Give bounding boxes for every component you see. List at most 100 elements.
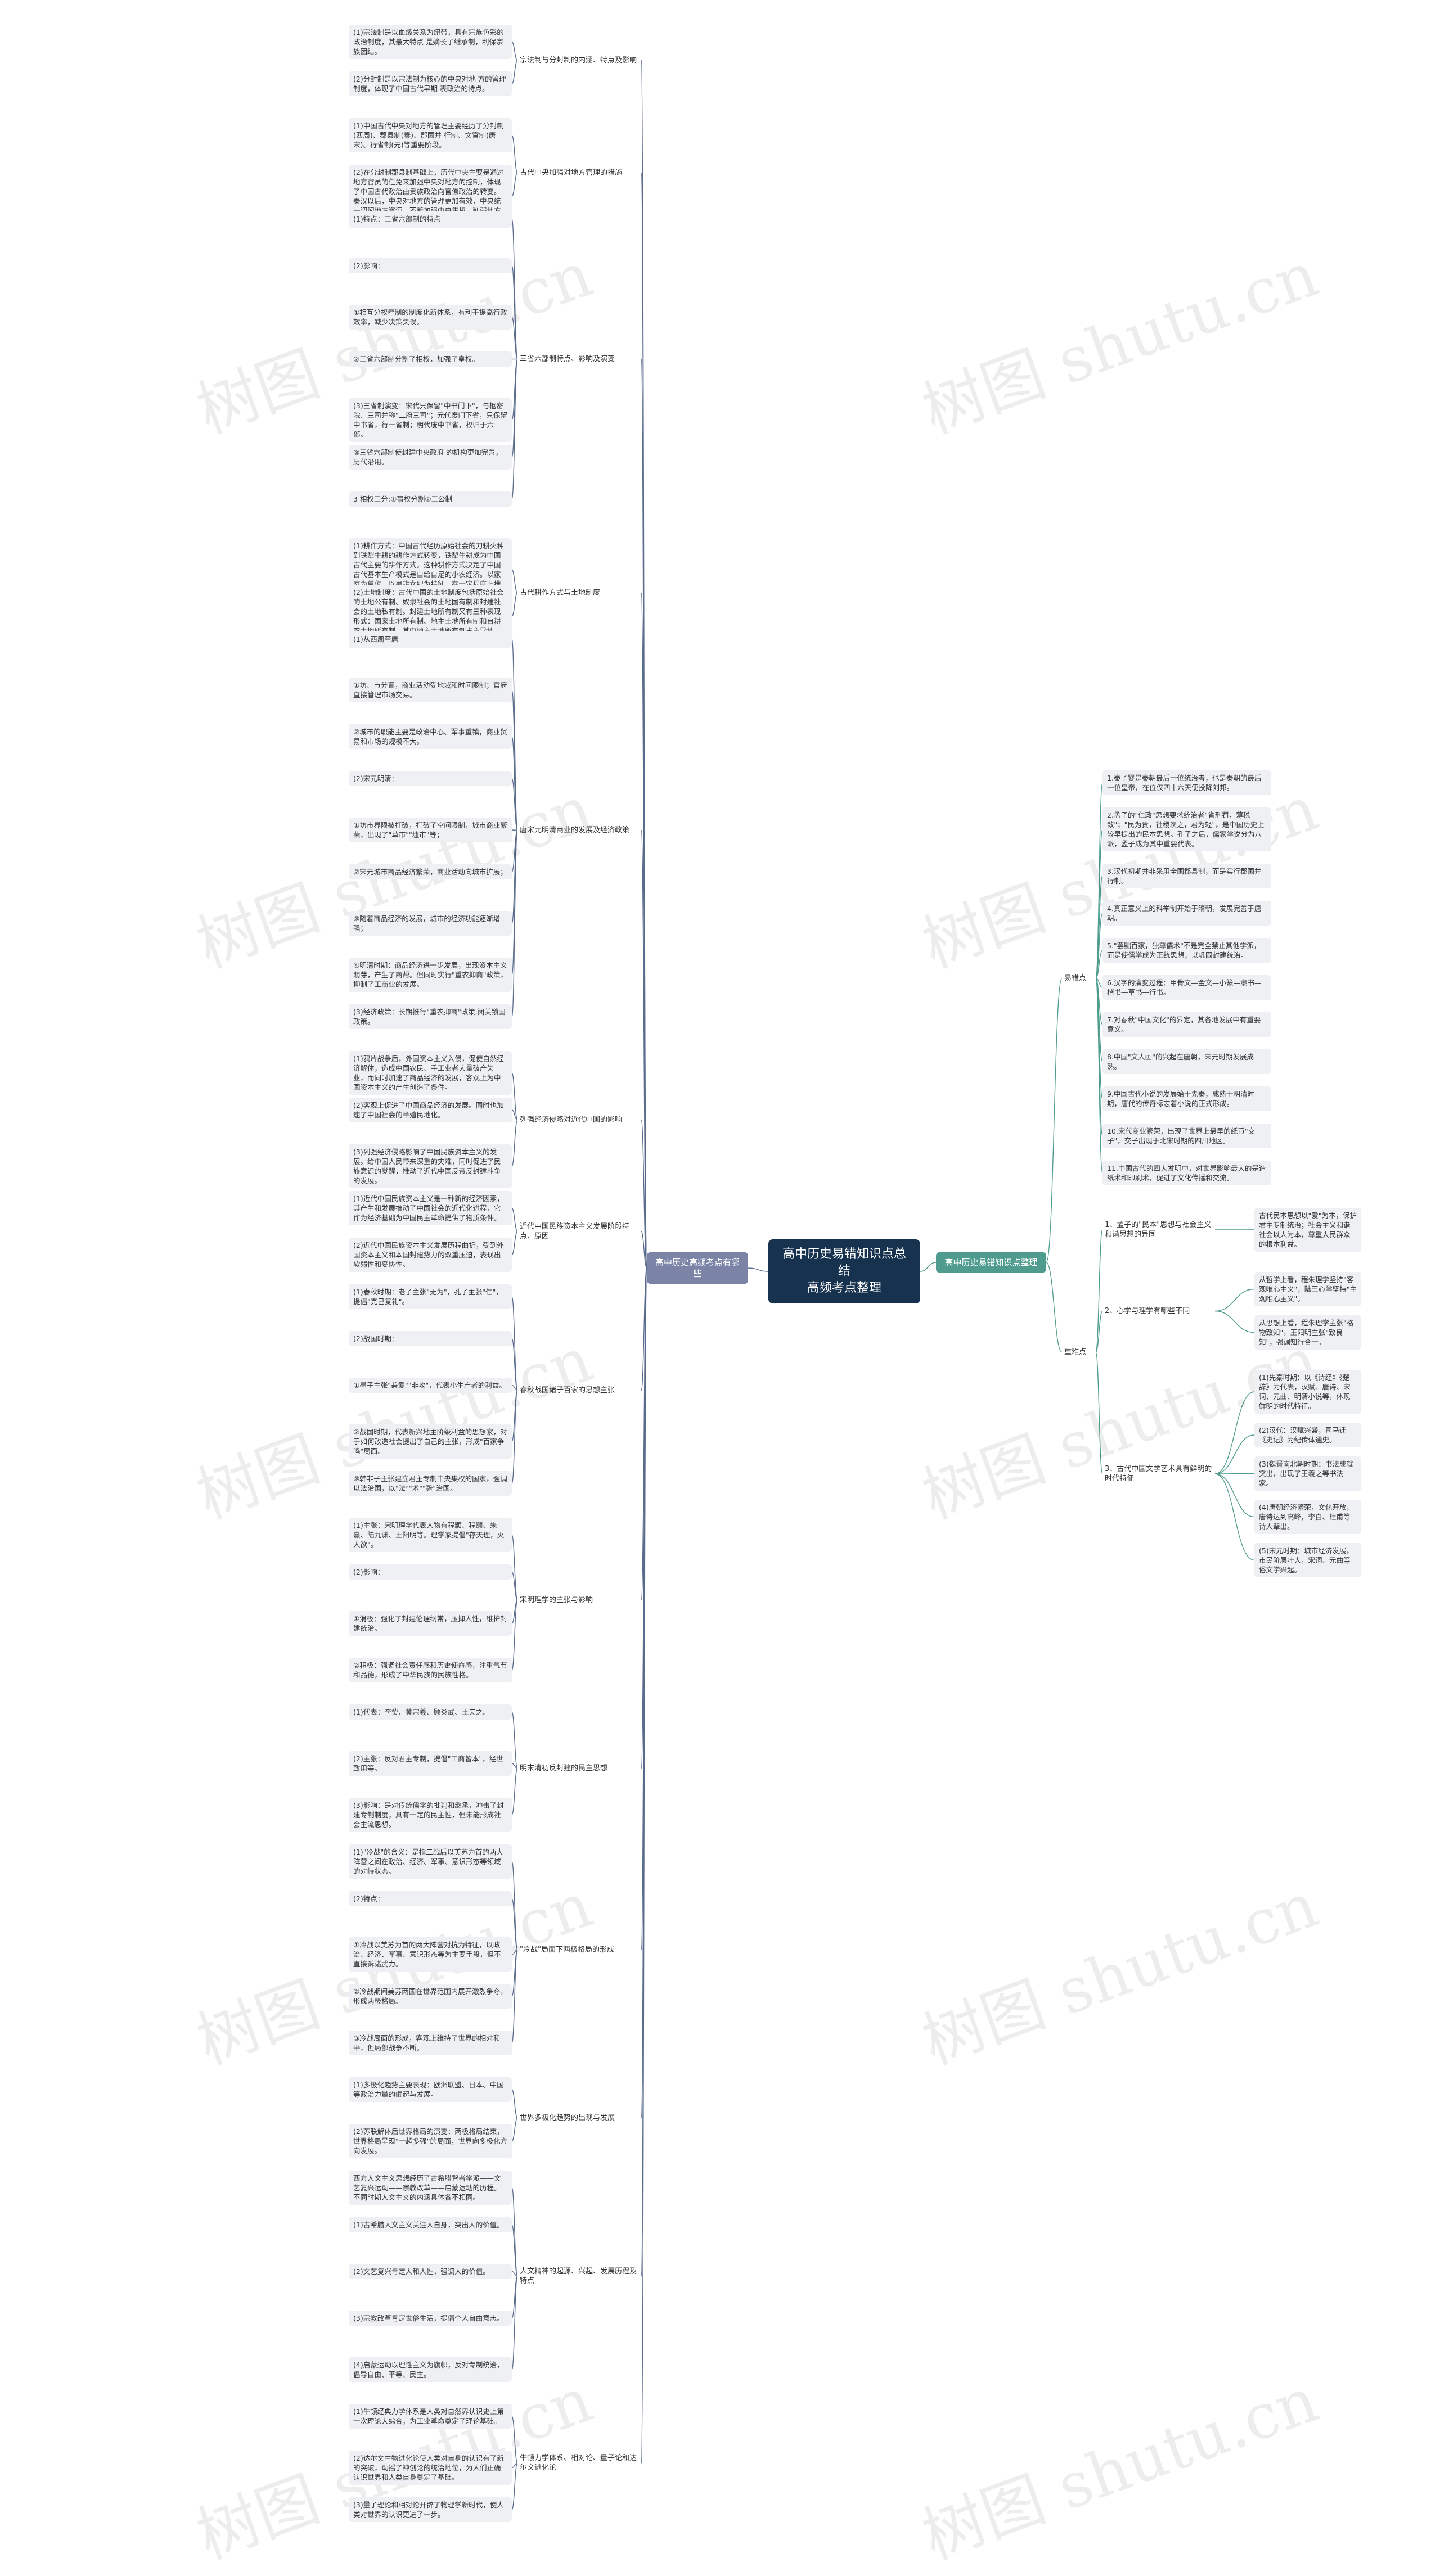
center-node-title[interactable]: 高中历史易错知识点总结 高频考点整理	[768, 1239, 920, 1303]
right-leaf-item[interactable]: 3.汉代初期并非采用全国郡县制，而是实行郡国并行制。	[1102, 864, 1271, 888]
left-leaf-item[interactable]: (1)古希腊人文主义关注人自身，突出人的价值。	[349, 2217, 512, 2233]
left-leaf-item[interactable]: (2)影响：	[349, 258, 512, 273]
left-leaf-item[interactable]: (1)主张：宋明理学代表人物有程颢、程颐、朱熹、陆九渊、王阳明等。理学家提倡"存…	[349, 1517, 512, 1552]
right-sub-leaf-item[interactable]: 从哲学上看，程朱理学坚持"客观唯心主义"，陆王心学坚持"主观唯心主义"。	[1254, 1272, 1361, 1306]
connector-line	[1214, 1473, 1255, 1518]
right-sub-leaf-item[interactable]: (1)先秦时期：以《诗经》《楚辞》为代表，汉赋、唐诗、宋词、元曲、明清小说等，体…	[1254, 1370, 1361, 1414]
left-branch-title[interactable]: 高中历史高频考点有哪些	[647, 1252, 748, 1284]
left-leaf-item[interactable]: ②冷战期间美苏两国在世界范围内展开激烈争夺，形成两极格局。	[349, 1984, 512, 2009]
left-leaf-item[interactable]: (2)近代中国民族资本主义发展历程曲折，受到外国资本主义和本国封建势力的双重压迫…	[349, 1238, 512, 1273]
left-section-label[interactable]: 列强经济侵略对近代中国的影响	[520, 1115, 623, 1124]
left-leaf-item[interactable]: (1)"冷战"的含义：是指二战后以美苏为首的两大阵营之间在政治、经济、军事、意识…	[349, 1844, 512, 1879]
left-leaf-item[interactable]: (2)客观上促进了中国商品经济的发展。同时也加速了中国社会的半殖民地化。	[349, 1098, 512, 1123]
left-leaf-item[interactable]: ①相互分权牵制的制度化新体系，有利于提高行政效率，减少决策失误。	[349, 304, 512, 330]
right-leaf-item[interactable]: 2.孟子的"仁政"思想要求统治者"省刑罚，薄税敛"；"民为贵，社稷次之，君为轻"…	[1102, 807, 1271, 851]
right-leaf-item[interactable]: 6.汉字的演变过程：甲骨文—金文—小篆—隶书—楷书—草书—行书。	[1102, 975, 1271, 1000]
right-difficulty-item[interactable]: 1、孟子的"民本"思想与社会主义和谐思想的异同	[1105, 1221, 1212, 1239]
left-leaf-item[interactable]: (3)影响：是对传统儒学的批判和继承，冲击了封建专制制度，具有一定的民主性，但未…	[349, 1797, 512, 1832]
left-section-label[interactable]: 近代中国民族资本主义发展阶段特点、原因	[520, 1222, 630, 1240]
right-sub-leaf-item[interactable]: (2)汉代：汉赋兴盛，司马迁《史记》为纪传体通史。	[1254, 1423, 1361, 1447]
left-leaf-item[interactable]: ①墨子主张"兼爱""非攻"，代表小生产者的利益。	[349, 1377, 512, 1393]
left-leaf-item[interactable]: (1)特点：三省六部制的特点	[349, 211, 512, 227]
right-leaf-item[interactable]: 9.中国古代小说的发展始于先秦，成熟于明清时期，唐代的传奇标志着小说的正式形成。	[1102, 1086, 1271, 1111]
right-branch-title[interactable]: 高中历史易错知识点整理	[936, 1252, 1046, 1273]
left-section-label[interactable]: 宗法制与分封制的内涵、特点及影响	[520, 56, 637, 65]
left-leaf-item[interactable]: (3)列强经济侵略影响了中国民族资本主义的发展。给中国人民带来深重的灾难，同时促…	[349, 1144, 512, 1189]
right-sub-leaf-item[interactable]: (4)唐朝经济繁荣，文化开放，唐诗达到高峰，李白、杜甫等诗人辈出。	[1254, 1500, 1361, 1534]
left-section-label[interactable]: 古代中央加强对地方管理的措施	[520, 169, 623, 177]
left-leaf-item[interactable]: ③韩非子主张建立君主专制中央集权的国家，强调以法治国，以"法""术""势"治国。	[349, 1470, 512, 1496]
connector-line	[511, 1338, 518, 1391]
left-leaf-item[interactable]: (4)启蒙运动以理性主义为旗帜，反对专制统治，倡导自由、平等、民主。	[349, 2357, 512, 2383]
left-leaf-item[interactable]: (3)量子理论和相对论开辟了物理学新时代，使人类对世界的认识更进了一步。	[349, 2497, 512, 2523]
left-leaf-item[interactable]: ③冷战局面的形成，客观上维持了世界的相对和平，但局部战争不断。	[349, 2031, 512, 2056]
left-section-label[interactable]: "冷战"局面下两极格局的形成	[520, 1946, 614, 1954]
left-leaf-item[interactable]: (1)春秋时期：老子主张"无为"，孔子主张"仁"，提倡"克己复礼"。	[349, 1284, 512, 1309]
connector-line	[1095, 913, 1103, 979]
right-leaf-item[interactable]: 11.中国古代的四大发明中，对世界影响最大的是造纸术和印刷术，促进了文化传播和交…	[1102, 1161, 1271, 1185]
connector-line	[511, 41, 518, 61]
right-leaf-item[interactable]: 8.中国"文人画"的兴起在唐朝，宋元时期发展成熟。	[1102, 1049, 1271, 1074]
left-leaf-item[interactable]: (2)特点：	[349, 1891, 512, 1906]
left-leaf-item[interactable]: (1)牛顿经典力学体系是人类对自然界认识史上第一次理论大综合，为工业革命奠定了理…	[349, 2404, 512, 2429]
left-section-label[interactable]: 世界多极化趋势的出现与发展	[520, 2113, 615, 2122]
left-section-label[interactable]: 春秋战国诸子百家的思想主张	[520, 1386, 615, 1395]
left-leaf-item[interactable]: ③三省六部制使封建中央政府 的机构更加完善，历代沿用。	[349, 444, 512, 470]
right-section-label[interactable]: 易错点	[1064, 973, 1087, 982]
left-leaf-item[interactable]: (1)代表：李贽、黄宗羲、顾炎武、王夫之。	[349, 1704, 512, 1720]
left-leaf-item[interactable]: (2)影响：	[349, 1564, 512, 1580]
right-leaf-item[interactable]: 1.秦子婴是秦朝最后一位统治者，也是秦朝的最后一位皇帝，在位仅四十六天便投降刘邦…	[1102, 770, 1271, 795]
left-leaf-item[interactable]: (2)苏联解体后世界格局的演变：两极格局结束，世界格局呈现"一超多强"的局面，世…	[349, 2124, 512, 2159]
left-leaf-item[interactable]: (1)近代中国民族资本主义是一种新的经济因素，其产生和发展推动了中国社会的近代化…	[349, 1191, 512, 1226]
left-leaf-item[interactable]: (2)达尔文生物进化论使人类对自身的认识有了新的突破，动摇了神创论的统治地位，为…	[349, 2451, 512, 2485]
left-leaf-item[interactable]: (1)宗法制是以血缘关系为纽带，具有宗族色彩的政治制度，其最大特点 是嫡长子继承…	[349, 25, 512, 59]
right-difficulty-item[interactable]: 2、心学与理学有哪些不同	[1105, 1306, 1190, 1315]
connector-line	[511, 1767, 518, 1816]
left-leaf-item[interactable]: ③随着商品经济的发展，城市的经济功能逐渐增强；	[349, 911, 512, 936]
right-sub-leaf-item[interactable]: 从思想上看，程朱理学主张"格物致知"，王阳明主张"致良知"，强调知行合一。	[1254, 1315, 1361, 1350]
left-leaf-item[interactable]: (2)战国时期：	[349, 1330, 512, 1346]
left-leaf-item[interactable]: (1)中国古代中央对地方的管理主要经历了分封制(西周)、郡县制(秦)、郡国并 行…	[349, 118, 512, 152]
left-leaf-item[interactable]: ①冷战以美苏为首的两大阵营对抗为特征，以政治、经济、军事、意识形态等为主要手段，…	[349, 1937, 512, 1972]
left-leaf-item[interactable]: (3)经济政策：长期推行"重农抑商"政策,闭关锁国政策。	[349, 1004, 512, 1030]
left-leaf-item[interactable]: ②宋元城市商品经济繁荣，商业活动向城市扩展；	[349, 864, 512, 880]
left-section-label[interactable]: 三省六部制特点、影响及演变	[520, 355, 615, 363]
left-section-label[interactable]: 宋明理学的主张与影响	[520, 1596, 593, 1604]
right-sub-leaf-item[interactable]: (5)宋元时期：城市经济发展，市民阶层壮大，宋词、元曲等俗文学兴起。	[1254, 1543, 1361, 1577]
left-leaf-item[interactable]: ②战国时期，代表新兴地主阶级利益的思想家，对于如何改造社会提出了自己的主张，形成…	[349, 1424, 512, 1459]
right-sub-leaf-item[interactable]: (3)魏晋南北朝时期：书法成就突出，出现了王羲之等书法家。	[1254, 1456, 1361, 1491]
left-section-label[interactable]: 人文精神的起源、兴起、发展历程及特点	[520, 2267, 637, 2285]
left-leaf-item[interactable]: ①坊、市分置，商业活动受地域和时间限制；官府直接管理市场交易。	[349, 678, 512, 703]
left-section-label[interactable]: 明末清初反封建的民主思想	[520, 1764, 608, 1772]
right-section-label[interactable]: 重难点	[1064, 1347, 1087, 1356]
right-leaf-item[interactable]: 10.宋代商业繁荣，出现了世界上最早的纸币"交子"，交子出现于北宋时期的四川地区…	[1102, 1124, 1271, 1148]
left-leaf-item[interactable]: (2)分封制是以宗法制为核心的中央对地 方的管理制度，体现了中国古代早期 表政治…	[349, 71, 512, 96]
right-difficulty-item[interactable]: 3、古代中国文学艺术具有鲜明的时代特征	[1105, 1464, 1212, 1483]
right-leaf-item[interactable]: 5."罢黜百家，独尊儒术"不是完全禁止其他学派，而是使儒学成为正统思想，以巩固封…	[1102, 938, 1271, 963]
left-leaf-item[interactable]: (1)多极化趋势主要表现：欧洲联盟、日本、中国等政治力量的崛起与发展。	[349, 2077, 512, 2103]
left-leaf-item[interactable]: (2)主张：反对君主专制，提倡"工商皆本"，经世致用等。	[349, 1751, 512, 1776]
left-leaf-item[interactable]: (2)文艺复兴肯定人和人性，强调人的价值。	[349, 2264, 512, 2280]
left-leaf-item[interactable]: 3 相权三分:①事权分割②三公制	[349, 491, 512, 507]
left-leaf-item[interactable]: (3)三省制演变：宋代只保留"中书门下"，与枢密院、三司并称"二府三司"；元代废…	[349, 398, 512, 442]
left-section-label[interactable]: 古代耕作方式与土地制度	[520, 589, 601, 597]
left-leaf-item[interactable]: ②城市的职能主要是政治中心、军事重镇，商业贸易和市场的规模不大。	[349, 724, 512, 750]
left-leaf-item[interactable]: ②三省六部制分割了相权，加强了皇权。	[349, 351, 512, 367]
left-section-label[interactable]: 牛顿力学体系、相对论、量子论和达尔文进化论	[520, 2454, 637, 2472]
left-leaf-item[interactable]: ②积极：强调社会责任感和历史使命感，注重气节和品德，形成了中华民族的民族性格。	[349, 1657, 512, 1682]
connector-line	[641, 358, 647, 1269]
left-leaf-item[interactable]: ①坊市界限被打破，打破了空间限制，城市商业繁荣，出现了"草市""墟市"等；	[349, 818, 512, 843]
left-leaf-item[interactable]: ④明清时期：商品经济进一步发展，出现资本主义萌芽，产生了商帮。但同时实行"重农抑…	[349, 958, 512, 992]
right-leaf-item[interactable]: 7.对春秋"中国文化"的界定，其各地发展中有重要意义。	[1102, 1012, 1271, 1037]
left-leaf-item[interactable]: ①消极：强化了封建伦理纲常，压抑人性，维护封建统治。	[349, 1610, 512, 1636]
left-section-label[interactable]: 唐宋元明清商业的发展及经济政策	[520, 826, 630, 834]
left-leaf-item[interactable]: (1)从西周至唐	[349, 631, 512, 647]
connector-line	[511, 1231, 518, 1256]
left-leaf-item[interactable]: (1)鸦片战争后，外国资本主义入侵，促使自然经济解体，造成中国农民、手工业者大量…	[349, 1051, 512, 1095]
left-leaf-item[interactable]: (3)宗教改革肯定世俗生活，提倡个人自由意志。	[349, 2311, 512, 2326]
right-leaf-item[interactable]: 4.真正意义上的科举制开始于隋朝，发展完善于唐朝。	[1102, 901, 1271, 926]
right-sub-leaf-item[interactable]: 古代民本思想以"爱"为本，保护君主专制统治；社会主义和谐社会以人为本，尊重人民群…	[1254, 1208, 1361, 1252]
left-leaf-item[interactable]: 西方人文主义思想经历了古希腊智者学派——文艺复兴运动——宗教改革——启蒙运动的历…	[349, 2171, 512, 2205]
left-leaf-item[interactable]: (2)宋元明清：	[349, 771, 512, 787]
